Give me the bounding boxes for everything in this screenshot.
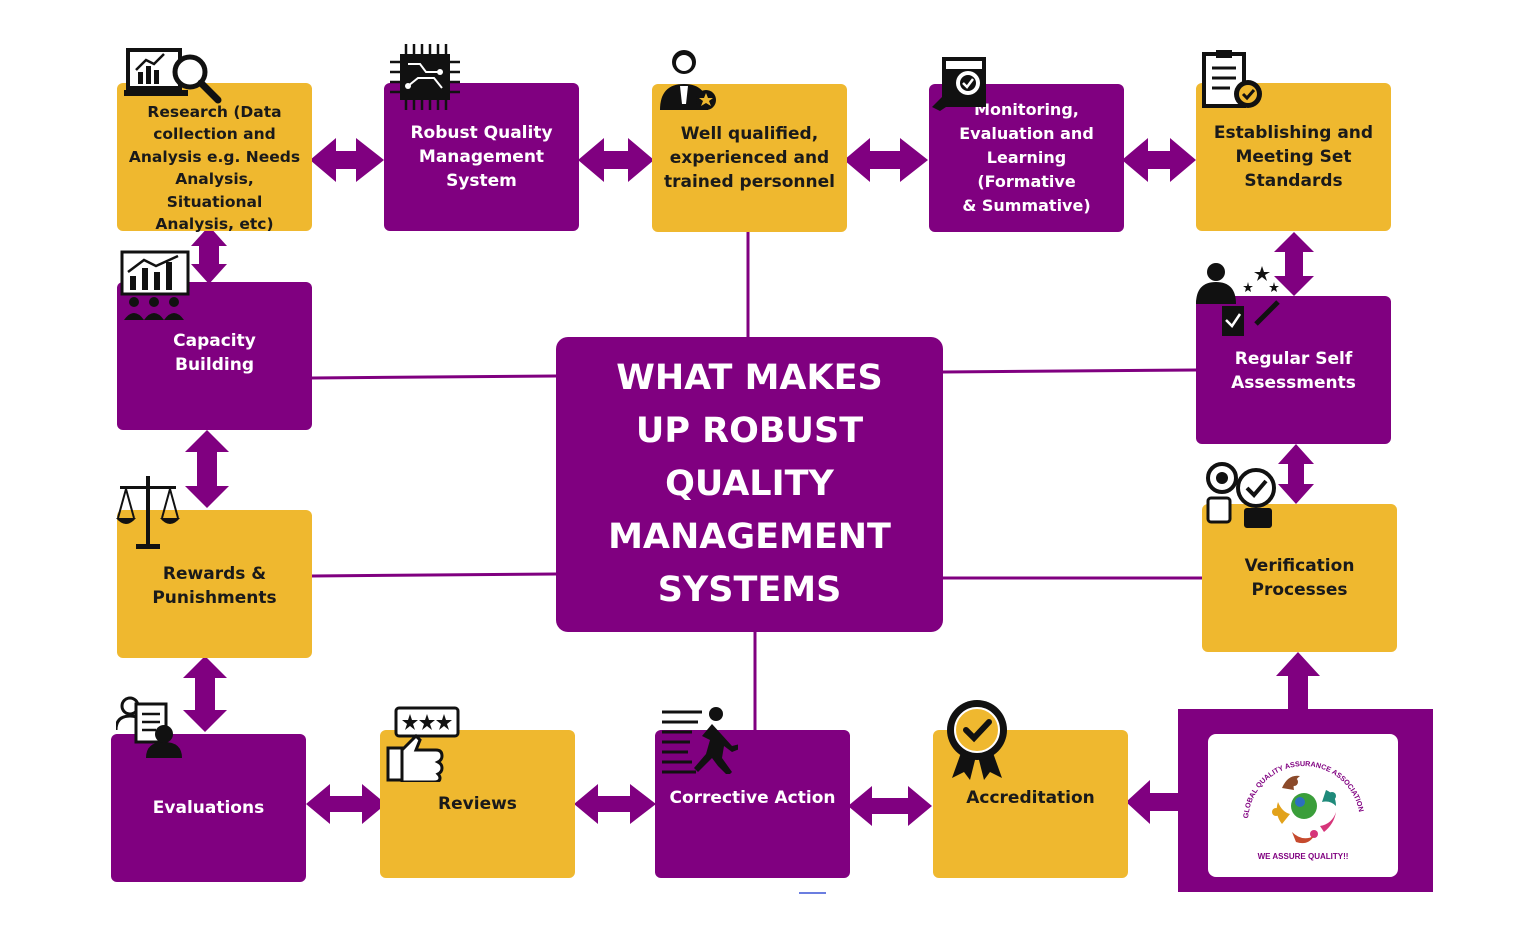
double-arrow-v [183,656,227,732]
scales-icon [116,476,180,549]
running-man-icon [662,707,738,774]
center-title: WHAT MAKES UP ROBUST QUALITY MANAGEMENT … [556,337,943,632]
double-arrow-h [578,138,654,182]
gqaa-logo: GLOBAL QUALITY ASSURANCE ASSOCIATION WE … [1208,734,1398,877]
node-personnel-label: Well qualified, experienced and trained … [664,124,835,192]
node-capacity: Capacity Building [117,282,312,430]
node-research-label: Research (Data collection and Analysis e… [128,102,301,234]
node-mel: Monitoring, Evaluation and Learning (For… [929,84,1124,232]
award-badge-icon [947,700,1007,780]
connector-line [311,374,557,380]
analytics-search-icon [124,48,222,104]
double-arrow-v [1278,444,1314,504]
rating-thumbs-up-icon [386,706,460,782]
node-evaluations: Evaluations [111,734,306,882]
node-corrective-label: Corrective Action [669,788,836,808]
divider-mark [799,892,826,894]
connector-line [311,572,557,578]
node-self-assess-label: Regular Self Assessments [1231,349,1356,393]
checklist-certificate-icon [1202,50,1262,108]
node-research: Research (Data collection and Analysis e… [117,83,312,233]
logo-tagline: WE ASSURE QUALITY!! [1257,852,1349,861]
node-reviews-label: Reviews [438,794,517,814]
node-verification: Verification Processes [1202,504,1397,652]
evaluation-clipboard-icon [116,696,182,758]
node-evaluations-label: Evaluations [152,798,265,818]
connector-line [942,368,1197,374]
node-standards-label: Establishing and Meeting Set Standards [1213,123,1374,191]
monitoring-camera-icon [932,57,986,111]
double-arrow-v [191,226,227,284]
self-assessment-icon [1196,263,1280,336]
double-arrow-v [185,430,229,508]
node-verification-label: Verification Processes [1244,556,1355,600]
node-capacity-label: Capacity Building [173,331,256,375]
businessman-badge-icon [660,50,716,110]
double-arrow-h [574,784,656,824]
double-arrow-v [1274,232,1314,296]
circuit-chip-icon [390,44,460,110]
node-corrective: Corrective Action [655,730,850,878]
node-rewards-label: Rewards & Punishments [152,564,277,608]
double-arrow-h [844,138,928,182]
arrow-left [1126,780,1180,824]
node-rqms-label: Robust Quality Management System [410,123,553,191]
double-arrow-h [310,138,384,182]
double-arrow-h [1122,138,1196,182]
training-chart-icon [120,250,190,320]
logo-emblem: GLOBAL QUALITY ASSURANCE ASSOCIATION [1241,759,1366,844]
double-arrow-h [306,784,386,824]
arrow-up [1276,652,1320,710]
verification-gears-icon [1206,462,1276,528]
node-accreditation-label: Accreditation [966,788,1095,808]
node-rqms: Robust Quality Management System [384,83,579,231]
double-arrow-h [848,786,932,826]
node-mel-label: Monitoring, Evaluation and Learning (For… [959,100,1094,215]
